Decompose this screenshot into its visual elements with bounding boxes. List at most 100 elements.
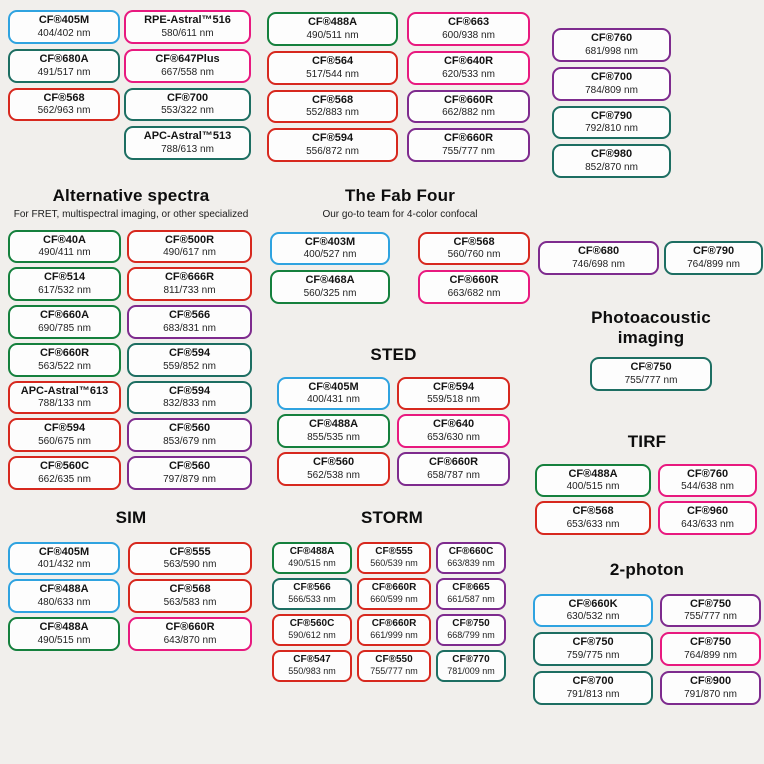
dye-ex-em: 563/583 nm — [163, 597, 217, 609]
dye-name: CF®660K — [568, 597, 618, 610]
dye-ex-em: 563/590 nm — [163, 559, 217, 571]
dye-name: CF®594 — [311, 132, 354, 145]
dye-name: CF®790 — [692, 245, 735, 257]
section-title: SIM — [115, 508, 147, 527]
dye-name: CF®488A — [39, 621, 89, 634]
dye-name: RPE-Astral™516 — [144, 14, 231, 26]
dye-name: CF®660R — [371, 617, 417, 629]
dye-name: CF®568 — [453, 235, 495, 248]
dye-ex-em: 562/538 nm — [307, 469, 360, 481]
dye-ex-em: 552/883 nm — [306, 107, 359, 119]
dye-ex-em: 480/633 nm — [37, 597, 91, 609]
dye-name: CF®488A — [289, 545, 335, 557]
dye-name: CF®750 — [452, 617, 490, 629]
dye-name: CF®564 — [311, 54, 354, 67]
dye-name: CF®555 — [169, 545, 211, 558]
dye-ex-em: 600/938 nm — [442, 29, 495, 41]
dye-name: CF®488A — [39, 583, 89, 596]
dye-ex-em: 630/532 nm — [566, 611, 620, 623]
dye-ex-em: 559/518 nm — [427, 394, 480, 406]
dye-name: CF®660R — [165, 621, 215, 634]
dye-name: CF®760 — [590, 32, 633, 44]
dye-name: CF®566 — [168, 309, 211, 322]
dye-name: CF®750 — [630, 361, 672, 374]
dye-name: CF®760 — [686, 467, 729, 480]
dye-ex-em: 490/617 nm — [163, 247, 216, 259]
dye-ex-em: 811/733 nm — [163, 285, 216, 297]
dye-ex-em: 617/532 nm — [38, 285, 91, 297]
dye-ex-em: 404/402 nm — [37, 27, 91, 39]
section-title: The Fab Four — [344, 186, 456, 205]
dye-name: CF®647Plus — [155, 52, 220, 65]
dye-name: CF®900 — [689, 675, 732, 688]
dye-name: CF®568 — [43, 91, 85, 104]
dye-ex-em: 560/539 nm — [370, 558, 418, 569]
dye-ex-em: 662/882 nm — [442, 107, 495, 119]
dye-ex-em: 490/515 nm — [288, 558, 336, 569]
dye-name: CF®514 — [43, 271, 86, 284]
dye-ex-em: 855/535 nm — [307, 432, 360, 444]
dye-ex-em: 550/983 nm — [288, 666, 336, 677]
dye-name: CF®566 — [293, 581, 331, 593]
dye-ex-em: 653/630 nm — [427, 432, 480, 444]
dye-ex-em: 683/831 nm — [163, 322, 216, 334]
dye-ex-em: 563/522 nm — [38, 360, 91, 372]
section-title: Photoacoustic imaging — [591, 308, 711, 347]
dye-name: CF®594 — [432, 380, 475, 393]
dye-name: CF®405M — [38, 545, 90, 558]
dye-ex-em: 517/544 nm — [306, 68, 359, 80]
dye-ex-em: 653/633 nm — [566, 519, 620, 531]
dye-name: CF®547 — [293, 653, 331, 665]
dye-ex-em: 759/775 nm — [566, 650, 620, 662]
dye-name: CF®560 — [312, 456, 355, 469]
dye-ex-em: 755/777 nm — [684, 611, 737, 623]
dye-ex-em: 746/698 nm — [572, 258, 625, 270]
dye-ex-em: 662/635 nm — [38, 473, 91, 485]
dye-ex-em: 784/809 nm — [585, 84, 638, 96]
dye-ex-em: 620/533 nm — [442, 68, 495, 80]
dye-name: CF®488A — [568, 467, 618, 480]
dye-name: CF®640 — [432, 418, 475, 431]
dye-ex-em: 580/611 nm — [161, 27, 214, 39]
